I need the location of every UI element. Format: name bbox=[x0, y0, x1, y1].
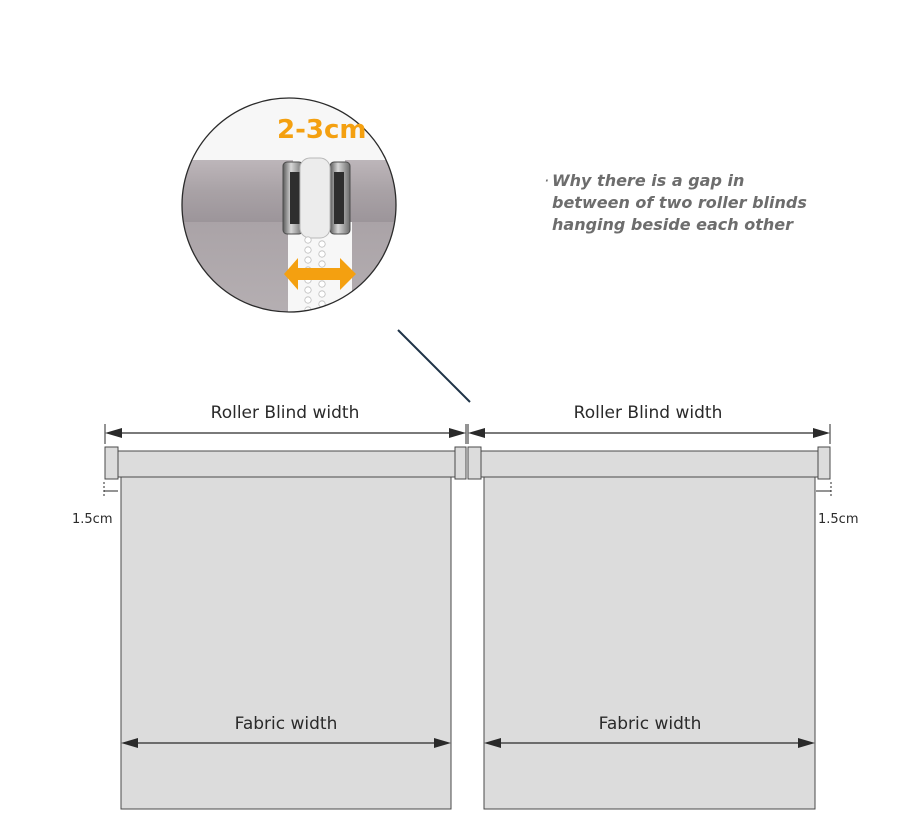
end-cap-right bbox=[817, 446, 831, 480]
gap-arrow bbox=[284, 258, 356, 290]
fabric-width-dimension bbox=[484, 738, 815, 748]
gap-size-label: 2-3cm bbox=[277, 115, 366, 145]
roller-blind-right: Roller Blind width 1.5cm Fabric width bbox=[467, 403, 859, 810]
note-line-2: between of two roller blinds bbox=[552, 193, 807, 212]
side-offset-marker bbox=[103, 482, 118, 497]
roller-width-dimension bbox=[104, 424, 467, 444]
roller-width-label: Roller Blind width bbox=[574, 403, 723, 423]
side-offset-label: 1.5cm bbox=[72, 512, 113, 527]
note-bullet: · bbox=[544, 171, 550, 190]
side-offset-marker bbox=[816, 482, 832, 497]
roller-width-dimension bbox=[467, 424, 831, 444]
roller-tube bbox=[117, 450, 456, 478]
gap-explanation-note: · Why there is a gap in between of two r… bbox=[544, 170, 852, 236]
fabric-width-label: Fabric width bbox=[599, 714, 702, 734]
note-line-1: Why there is a gap in bbox=[552, 171, 745, 190]
end-cap-left bbox=[467, 446, 482, 480]
fabric-panel bbox=[120, 476, 452, 810]
note-line-3: hanging beside each other bbox=[552, 215, 793, 234]
side-offset-label: 1.5cm bbox=[818, 512, 859, 527]
roller-width-label: Roller Blind width bbox=[211, 403, 360, 423]
end-cap-left bbox=[104, 446, 119, 480]
end-cap-right bbox=[454, 446, 467, 480]
fabric-width-dimension bbox=[121, 738, 451, 748]
zoom-detail: 2-3cm bbox=[181, 97, 397, 313]
leader-line bbox=[397, 329, 471, 403]
roller-tube bbox=[480, 450, 819, 478]
roller-blind-left: Roller Blind width 1.5cm Fabric width bbox=[72, 403, 467, 810]
fabric-width-label: Fabric width bbox=[235, 714, 338, 734]
fabric-panel bbox=[483, 476, 816, 810]
